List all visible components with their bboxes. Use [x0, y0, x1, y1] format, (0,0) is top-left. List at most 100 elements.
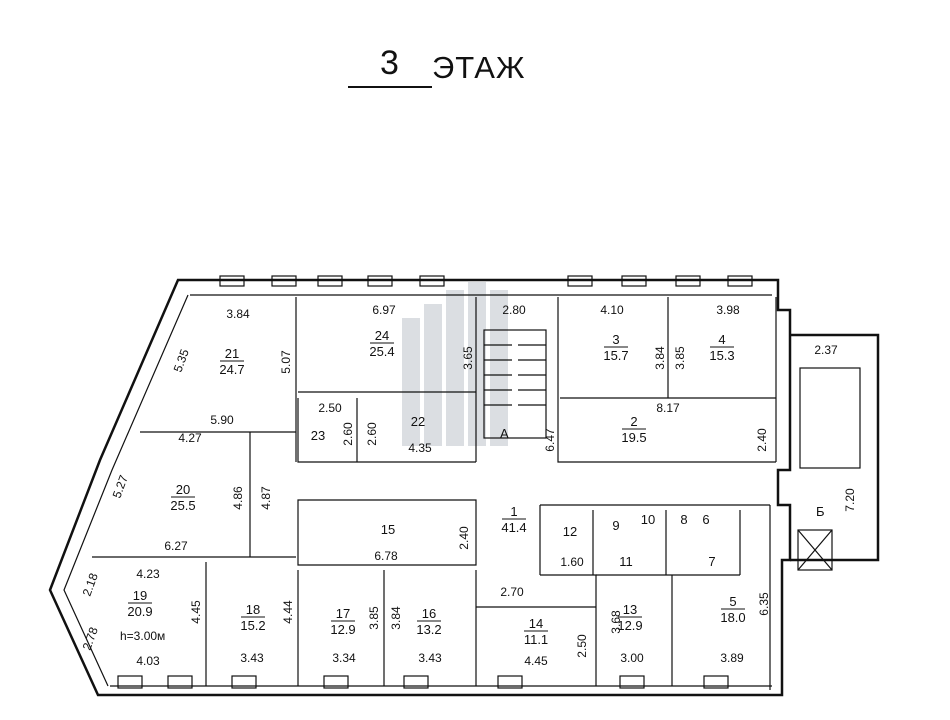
room-number-4: 4 — [718, 332, 725, 347]
room-number-18: 18 — [246, 602, 260, 617]
stair-b-label: Б — [816, 504, 825, 519]
room-area-4: 15.3 — [709, 348, 734, 363]
elevator-cross — [797, 529, 833, 571]
dimension-label: 2.78 — [80, 625, 101, 652]
room-area-5: 18.0 — [720, 610, 745, 625]
dimension-label: 2.50 — [575, 634, 589, 658]
dimension-label: 4.45 — [524, 654, 548, 668]
dimension-label: 6.35 — [757, 592, 771, 616]
dimension-label: 6.78 — [374, 549, 398, 563]
dimension-label: 2.70 — [500, 585, 524, 599]
room-number-1: 1 — [510, 504, 517, 519]
height-note: h=3.00м — [120, 629, 165, 643]
dimension-label: 5.35 — [171, 347, 192, 374]
dimension-label: 3.43 — [240, 651, 264, 665]
room-number-22: 22 — [411, 414, 425, 429]
room-number-11: 11 — [619, 554, 633, 569]
room-number-15: 15 — [381, 522, 395, 537]
room-number-9: 9 — [612, 518, 619, 533]
dimension-label: 3.00 — [620, 651, 644, 665]
windows — [117, 275, 753, 689]
room-area-3: 15.7 — [603, 348, 628, 363]
dimension-label: 4.87 — [259, 486, 273, 510]
stair-a-label: А — [500, 426, 509, 441]
dimension-label: 1.60 — [560, 555, 584, 569]
interior-walls — [92, 297, 777, 686]
stair-b-block — [790, 333, 880, 562]
room-area-20: 25.5 — [170, 498, 195, 513]
dimension-label: 4.03 — [136, 654, 160, 668]
dimension-label: 7.20 — [843, 488, 857, 512]
dimension-label: 3.43 — [418, 651, 442, 665]
dimension-label: 3.84 — [389, 606, 403, 630]
room-area-1: 41.4 — [501, 520, 526, 535]
dimension-label: 3.85 — [367, 606, 381, 630]
room-area-14: 11.1 — [524, 632, 548, 647]
dimension-label: 4.10 — [600, 303, 624, 317]
room-area-24: 25.4 — [369, 344, 394, 359]
building-inner-wall — [63, 294, 772, 690]
floor-word: ЭТАЖ — [432, 50, 526, 85]
dimension-label: 2.60 — [341, 422, 355, 446]
dimension-label: 3.98 — [716, 303, 740, 317]
room-area-18: 15.2 — [240, 618, 265, 633]
dimension-label: 6.47 — [543, 428, 557, 452]
stair-a — [483, 329, 547, 439]
room-number-23: 23 — [311, 428, 325, 443]
dimension-label: 3.34 — [332, 651, 356, 665]
watermark-logo — [402, 282, 508, 446]
dimension-label: 2.60 — [365, 422, 379, 446]
dimension-label: 8.17 — [656, 401, 680, 415]
stair-b-flight — [799, 367, 861, 469]
dimension-label: 2.40 — [457, 526, 471, 550]
dimension-label: 4.44 — [281, 600, 295, 624]
dimension-label: 4.27 — [178, 431, 202, 445]
dimension-label: 3.68 — [609, 610, 623, 634]
room-number-16: 16 — [422, 606, 436, 621]
room-number-21: 21 — [225, 346, 239, 361]
room-number-7: 7 — [708, 554, 715, 569]
dimension-label: 2.18 — [80, 571, 101, 598]
room-number-6: 6 — [702, 512, 709, 527]
room-area-13: 12.9 — [617, 618, 642, 633]
dimension-label: 2.40 — [755, 428, 769, 452]
room-number-13: 13 — [623, 602, 637, 617]
dimension-label: 2.80 — [502, 303, 526, 317]
room-number-17: 17 — [336, 606, 350, 621]
dimension-label: 3.89 — [720, 651, 744, 665]
room-number-19: 19 — [133, 588, 147, 603]
room-number-12: 12 — [563, 524, 577, 539]
room-number-24: 24 — [375, 328, 389, 343]
dimension-label: 4.45 — [189, 600, 203, 624]
floor-title: 3 ЭТАЖ — [340, 40, 560, 90]
dimension-label: 3.85 — [673, 346, 687, 370]
dimension-label: 4.86 — [231, 486, 245, 510]
dimension-label: 3.84 — [226, 307, 250, 321]
floor-number: 3 — [380, 44, 399, 82]
room-area-2: 19.5 — [621, 430, 646, 445]
room-number-3: 3 — [612, 332, 619, 347]
room-area-17: 12.9 — [330, 622, 355, 637]
dimension-label: 6.97 — [372, 303, 396, 317]
dimension-label: 4.35 — [408, 441, 432, 455]
dimension-label: 6.27 — [164, 539, 188, 553]
elevator-shaft — [797, 529, 833, 571]
dimension-label: 5.07 — [279, 350, 293, 374]
dimension-label: 5.90 — [210, 413, 234, 427]
dimension-label: 2.37 — [814, 343, 838, 357]
dimension-label: 5.27 — [110, 473, 131, 500]
room-number-10: 10 — [641, 512, 655, 527]
dimension-label: 3.65 — [461, 346, 475, 370]
room-number-5: 5 — [729, 594, 736, 609]
building-outer-wall — [48, 278, 792, 697]
dimension-label: 4.23 — [136, 567, 160, 581]
room-number-2: 2 — [630, 414, 637, 429]
room-area-21: 24.7 — [219, 362, 244, 377]
dimension-label: 2.50 — [318, 401, 342, 415]
dimension-label: 3.84 — [653, 346, 667, 370]
room-number-20: 20 — [176, 482, 190, 497]
room-number-14: 14 — [529, 616, 543, 631]
room-area-19: 20.9 — [127, 604, 152, 619]
floor-number-underline — [348, 86, 432, 88]
